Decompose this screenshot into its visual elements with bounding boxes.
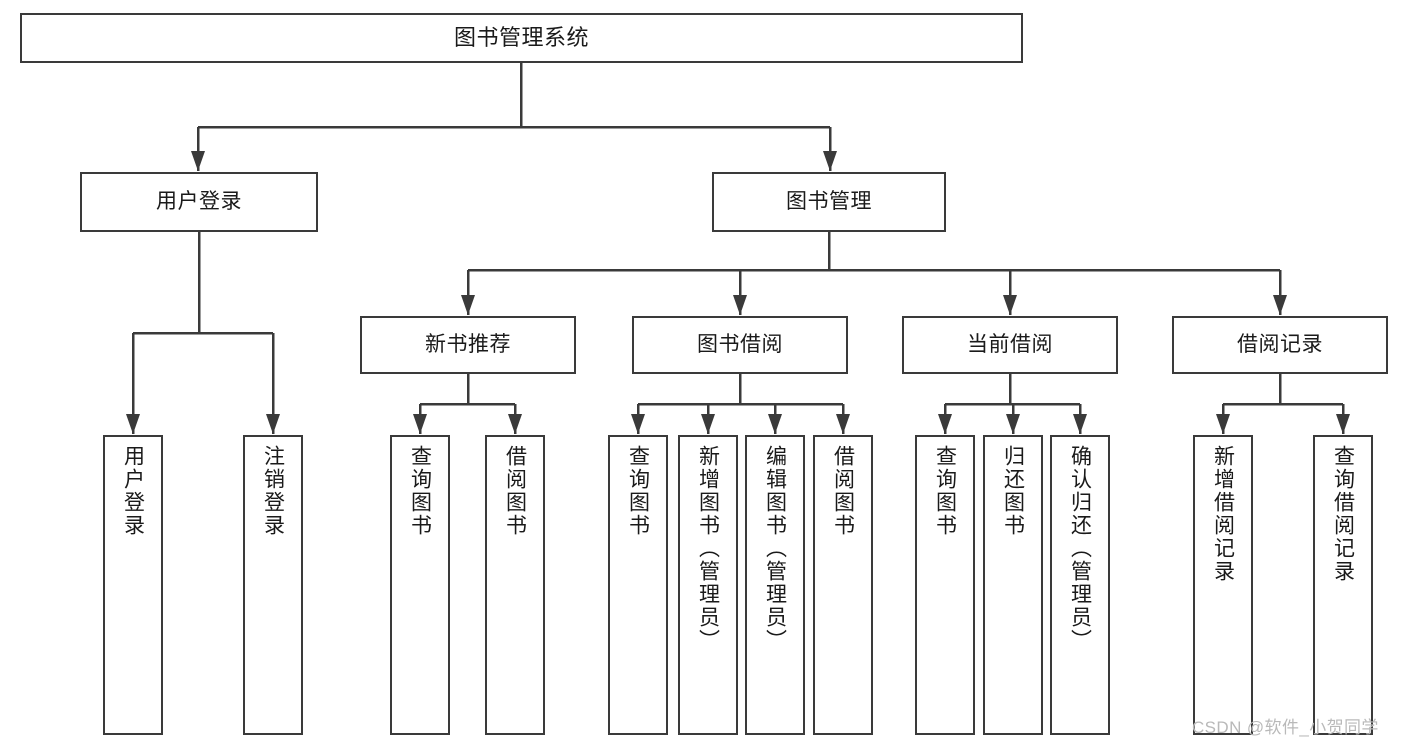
arrow-head — [1336, 414, 1350, 434]
arrow-head — [631, 414, 645, 434]
node-label: 新增借阅记录 — [1211, 445, 1235, 583]
watermark-label: CSDN @软件_小贺同学 — [1192, 718, 1379, 737]
node-label: 图书管理系统 — [453, 25, 589, 51]
node-label: 查询借阅记录 — [1331, 445, 1355, 583]
arrow-head — [1273, 295, 1287, 315]
arrow-head — [701, 414, 715, 434]
node-leaf-query-record[interactable]: 查询借阅记录 — [1313, 435, 1373, 735]
node-label: 借阅图书 — [831, 445, 855, 537]
node-leaf-edit-book[interactable]: 编辑图书（管理员） — [745, 435, 805, 735]
node-leaf-query-book-1[interactable]: 查询图书 — [390, 435, 450, 735]
node-leaf-user-login[interactable]: 用户登录 — [103, 435, 163, 735]
node-leaf-query-book-2[interactable]: 查询图书 — [608, 435, 668, 735]
node-label: 查询图书 — [408, 445, 432, 537]
node-leaf-logout[interactable]: 注销登录 — [243, 435, 303, 735]
arrow-head — [1006, 414, 1020, 434]
node-label: 归还图书 — [1001, 445, 1025, 537]
node-new-book-recommend[interactable]: 新书推荐 — [360, 316, 576, 374]
node-label: 查询图书 — [626, 445, 650, 537]
node-leaf-borrow-book-2[interactable]: 借阅图书 — [813, 435, 873, 735]
node-label: 图书借阅 — [697, 332, 783, 356]
arrow-head — [1073, 414, 1087, 434]
arrow-head — [266, 414, 280, 434]
node-root[interactable]: 图书管理系统 — [20, 13, 1023, 63]
arrow-head — [768, 414, 782, 434]
node-book-manage[interactable]: 图书管理 — [712, 172, 946, 232]
arrow-head — [836, 414, 850, 434]
node-label: 借阅记录 — [1237, 332, 1323, 356]
node-leaf-add-record[interactable]: 新增借阅记录 — [1193, 435, 1253, 735]
node-label: 新书推荐 — [425, 332, 511, 356]
node-leaf-borrow-book-1[interactable]: 借阅图书 — [485, 435, 545, 735]
arrow-head — [1003, 295, 1017, 315]
node-leaf-add-book[interactable]: 新增图书（管理员） — [678, 435, 738, 735]
node-label: 当前借阅 — [967, 332, 1053, 356]
node-leaf-query-book-3[interactable]: 查询图书 — [915, 435, 975, 735]
arrow-head — [508, 414, 522, 434]
arrow-head — [126, 414, 140, 434]
node-current-borrow[interactable]: 当前借阅 — [902, 316, 1118, 374]
node-label: 借阅图书 — [503, 445, 527, 537]
node-label: 查询图书 — [933, 445, 957, 537]
node-borrow-record[interactable]: 借阅记录 — [1172, 316, 1388, 374]
arrow-head — [938, 414, 952, 434]
node-label: 用户登录 — [121, 445, 145, 537]
node-leaf-confirm-return[interactable]: 确认归还（管理员） — [1050, 435, 1110, 735]
arrow-head — [823, 151, 837, 171]
node-label: 确认归还（管理员） — [1068, 445, 1092, 652]
node-label: 用户登录 — [156, 189, 242, 213]
arrow-head — [461, 295, 475, 315]
node-book-borrow[interactable]: 图书借阅 — [632, 316, 848, 374]
arrow-head — [413, 414, 427, 434]
node-label: 图书管理 — [786, 189, 872, 213]
arrow-head — [1216, 414, 1230, 434]
node-label: 新增图书（管理员） — [696, 445, 720, 652]
arrow-head — [191, 151, 205, 171]
arrow-head — [733, 295, 747, 315]
node-user-login[interactable]: 用户登录 — [80, 172, 318, 232]
node-label: 注销登录 — [261, 445, 285, 537]
node-leaf-return-book[interactable]: 归还图书 — [983, 435, 1043, 735]
node-label: 编辑图书（管理员） — [763, 445, 787, 652]
